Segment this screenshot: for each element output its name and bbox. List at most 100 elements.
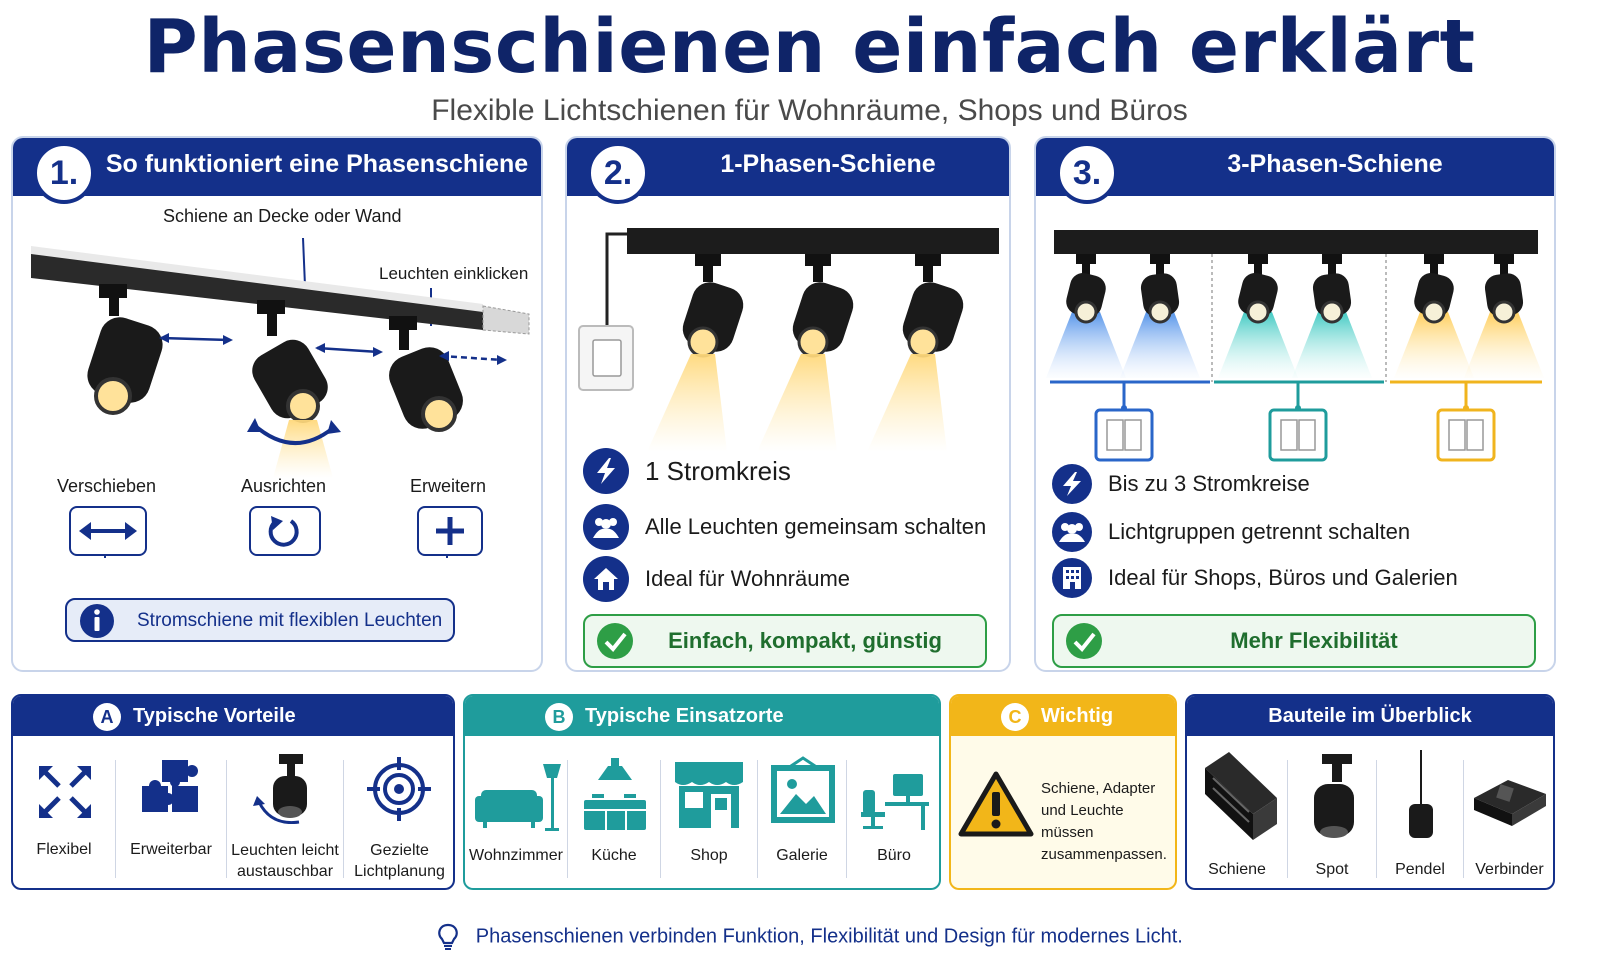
group-icon xyxy=(583,504,629,550)
summary-text: Mehr Flexibilität xyxy=(1230,628,1398,653)
divider xyxy=(1376,760,1377,878)
spot-1 xyxy=(647,254,744,452)
expand-arrows-icon xyxy=(39,766,91,818)
feature-text: Alle Leuchten gemeinsam schalten xyxy=(645,514,987,539)
double-arrow-icon xyxy=(69,506,147,556)
feature-text: Ideal für Shops, Büros und Galerien xyxy=(1108,565,1458,590)
panel-title: So funktioniert eine Phasenschiene xyxy=(105,150,529,178)
divider xyxy=(757,760,758,878)
panel-single-phase: 2. 1-Phasen-Schiene 1 Stromkreis xyxy=(565,136,1011,672)
spot-right xyxy=(389,316,463,432)
section-header: Bauteile im Überblick xyxy=(1187,696,1553,736)
panel-three-phase: 3. 3-Phasen-Schiene Bis zu 3 Stromkreise… xyxy=(1034,136,1556,672)
three-phase-spot xyxy=(1292,254,1372,378)
footer: Phasenschienen verbinden Funktion, Flexi… xyxy=(0,922,1619,952)
feature-text: Lichtgruppen getrennt schalten xyxy=(1108,519,1411,544)
move-arrow-1 xyxy=(159,333,233,345)
group-switch xyxy=(1390,380,1542,462)
info-text: Stromschiene mit flexiblen Leuchten xyxy=(137,610,443,631)
checkmark-icon xyxy=(597,623,633,659)
section-title: Typische Einsatzorte xyxy=(585,705,784,727)
summary-bar: Einfach, kompakt, günstig xyxy=(583,614,987,668)
action-label-align: Ausrichten xyxy=(241,476,327,496)
click-label: Leuchten einklicken xyxy=(379,264,529,283)
location-item: Wohnzimmer xyxy=(465,756,567,886)
advantage-label: Gezielte Lichtplanung xyxy=(354,842,445,880)
feature-text: Bis zu 3 Stromkreise xyxy=(1108,471,1310,496)
lightning-icon xyxy=(1052,464,1092,504)
section-letter: C xyxy=(1001,703,1029,731)
step-number: 3. xyxy=(1056,142,1118,204)
section-title: Bauteile im Überblick xyxy=(1268,705,1472,727)
panel-header: 1. So funktioniert eine Phasenschiene xyxy=(13,138,541,204)
sofa-icon xyxy=(475,764,561,831)
component-item: Verbinder xyxy=(1464,756,1553,886)
divider xyxy=(660,760,661,878)
feature-row: Ideal für Shops, Büros und Galerien xyxy=(1052,558,1458,598)
three-phase-rail-illustration xyxy=(1046,230,1544,462)
divider xyxy=(343,760,344,878)
warning-icon xyxy=(958,771,1034,837)
section-header: A Typische Vorteile xyxy=(13,696,453,736)
section-advantages: A Typische Vorteile Flexibel Erweiterbar… xyxy=(11,694,455,890)
section-letter: A xyxy=(93,703,121,731)
shop-icon xyxy=(675,762,743,828)
three-phase-spot xyxy=(1394,254,1474,378)
page-title: Phasenschienen einfach erklärt xyxy=(143,4,1476,90)
component-item: Schiene xyxy=(1187,752,1287,886)
rotate-icon xyxy=(249,506,321,556)
page-subtitle: Flexible Lichtschienen für Wohnräume, Sh… xyxy=(431,94,1188,127)
location-label: Büro xyxy=(877,847,911,864)
advantage-item: Erweiterbar xyxy=(116,756,226,886)
feature-row: 1 Stromkreis xyxy=(583,448,791,494)
advantage-label: Leuchten leicht austauschbar xyxy=(231,842,339,880)
action-label-move: Verschieben xyxy=(57,476,157,496)
target-icon xyxy=(367,757,431,821)
divider xyxy=(115,760,116,878)
important-text: Schiene, Adapter und Leuchte müssen zusa… xyxy=(1041,780,1167,863)
summary-bar: Mehr Flexibilität xyxy=(1052,614,1536,668)
component-label: Schiene xyxy=(1208,861,1266,878)
three-phase-spot xyxy=(1218,254,1298,378)
location-label: Galerie xyxy=(776,847,828,864)
divider xyxy=(846,760,847,878)
section-title: Typische Vorteile xyxy=(133,705,296,727)
advantage-label: Flexibel xyxy=(36,841,92,858)
section-header: C Wichtig xyxy=(951,696,1175,736)
group-switch xyxy=(1214,380,1384,462)
spot-3 xyxy=(867,254,964,452)
lightbulb-icon xyxy=(438,923,459,950)
plus-icon xyxy=(417,506,483,556)
track-rail-illustration xyxy=(31,237,530,558)
rail-profile-icon xyxy=(1205,752,1277,840)
action-label-extend: Erweitern xyxy=(410,476,487,496)
panel-header: 3. 3-Phasen-Schiene xyxy=(1036,138,1554,204)
spot-icon xyxy=(1314,754,1354,838)
feature-row: Alle Leuchten gemeinsam schalten xyxy=(583,504,986,550)
connector-icon xyxy=(1474,780,1546,826)
feature-row: Ideal für Wohnräume xyxy=(583,556,850,602)
advantage-item: Gezielte Lichtplanung xyxy=(344,756,453,886)
divider xyxy=(1287,760,1288,878)
component-item: Spot xyxy=(1288,754,1376,886)
panel-how-it-works: 1. So funktioniert eine Phasenschiene Sc… xyxy=(11,136,543,672)
section-header: B Typische Einsatzorte xyxy=(465,696,939,736)
divider xyxy=(226,760,227,878)
divider xyxy=(567,760,568,878)
section-important: C Wichtig Schiene, Adapter und Leuchte m… xyxy=(949,694,1177,890)
location-item: Shop xyxy=(661,756,757,886)
three-phase-spot xyxy=(1464,254,1544,378)
desk-icon xyxy=(861,774,929,830)
feature-text: Ideal für Wohnräume xyxy=(645,566,851,591)
advantage-item: Leuchten leicht austauschbar xyxy=(227,754,343,886)
location-item: Galerie xyxy=(758,756,846,886)
single-phase-rail-illustration xyxy=(578,228,999,452)
step-number: 1. xyxy=(33,142,95,204)
building-icon xyxy=(1052,558,1092,598)
section-title: Wichtig xyxy=(1041,705,1114,727)
panel-title: 3-Phasen-Schiene xyxy=(1227,150,1443,178)
spotlight-rotate-icon xyxy=(253,754,307,824)
panel-title: 1-Phasen-Schiene xyxy=(720,150,936,178)
location-item: Küche xyxy=(568,756,660,886)
location-item: Büro xyxy=(847,756,939,886)
